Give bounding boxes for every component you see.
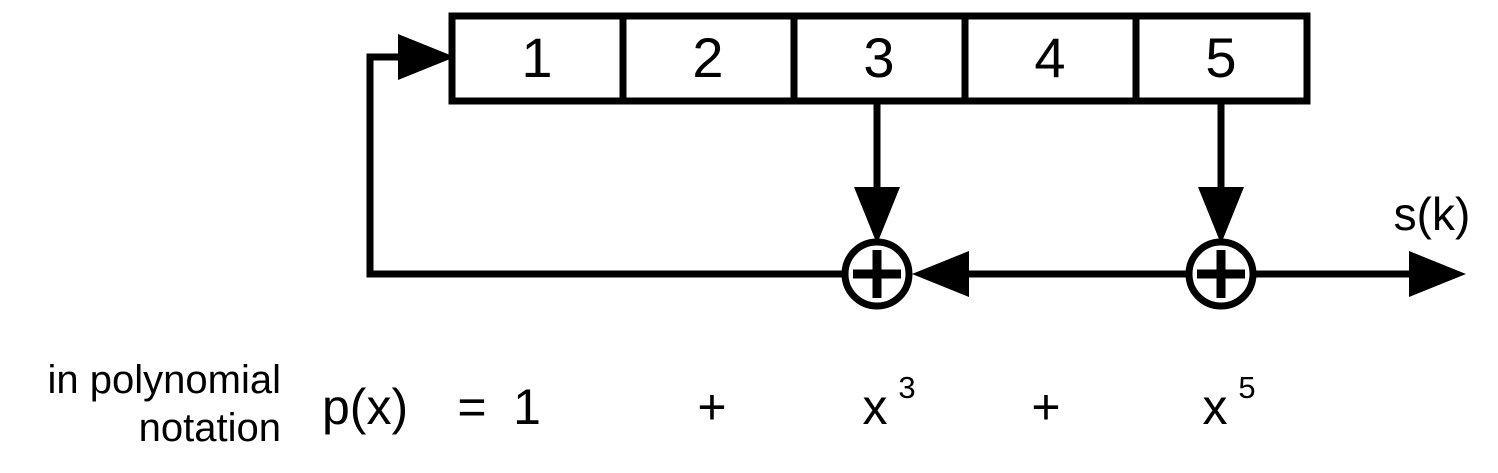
polynomial-expression: p(x) = 1 + x 3 + x 5 xyxy=(322,370,1256,435)
polynomial-term-3: x 5 xyxy=(1203,370,1256,435)
register-cell-1-label: 1 xyxy=(521,26,552,89)
polynomial-term-2-base: x xyxy=(863,379,888,435)
register-cell-4-label: 4 xyxy=(1034,26,1065,89)
feedback-wire xyxy=(366,34,877,278)
tap-wire-cell-5 xyxy=(1198,101,1244,244)
tap-wire-cell-3 xyxy=(854,101,900,244)
xor-gate-2 xyxy=(1185,238,1257,310)
output-arrowhead xyxy=(1409,251,1466,297)
xor-gate-1 xyxy=(841,238,913,310)
interconnect-wire xyxy=(912,251,1189,297)
caption-line-2: notation xyxy=(139,406,281,450)
polynomial-term-3-base: x xyxy=(1203,379,1228,435)
polynomial-term-2: x 3 xyxy=(863,370,916,435)
register-outline xyxy=(448,12,1311,105)
polynomial-plus-2: + xyxy=(1031,379,1060,435)
register-cell-5-label: 5 xyxy=(1205,26,1236,89)
polynomial-term-1: 1 xyxy=(513,379,541,435)
interconnect-arrowhead xyxy=(912,251,969,297)
register-cell-2-label: 2 xyxy=(692,26,723,89)
output-signal-label: s(k) xyxy=(1394,188,1471,240)
polynomial-equals: = xyxy=(457,379,486,435)
shift-register: 1 2 3 4 5 xyxy=(448,12,1311,105)
output-wire xyxy=(1253,251,1466,297)
tap-5-arrowhead xyxy=(1198,187,1244,244)
polynomial-lhs: p(x) xyxy=(322,379,408,435)
tap-3-arrowhead xyxy=(854,187,900,244)
feedback-arrowhead xyxy=(398,34,455,80)
polynomial-plus-1: + xyxy=(697,379,726,435)
register-cell-3-label: 3 xyxy=(863,26,894,89)
polynomial-term-2-exponent: 3 xyxy=(898,370,915,405)
polynomial-term-3-exponent: 5 xyxy=(1238,370,1255,405)
caption-line-1: in polynomial xyxy=(48,358,281,402)
